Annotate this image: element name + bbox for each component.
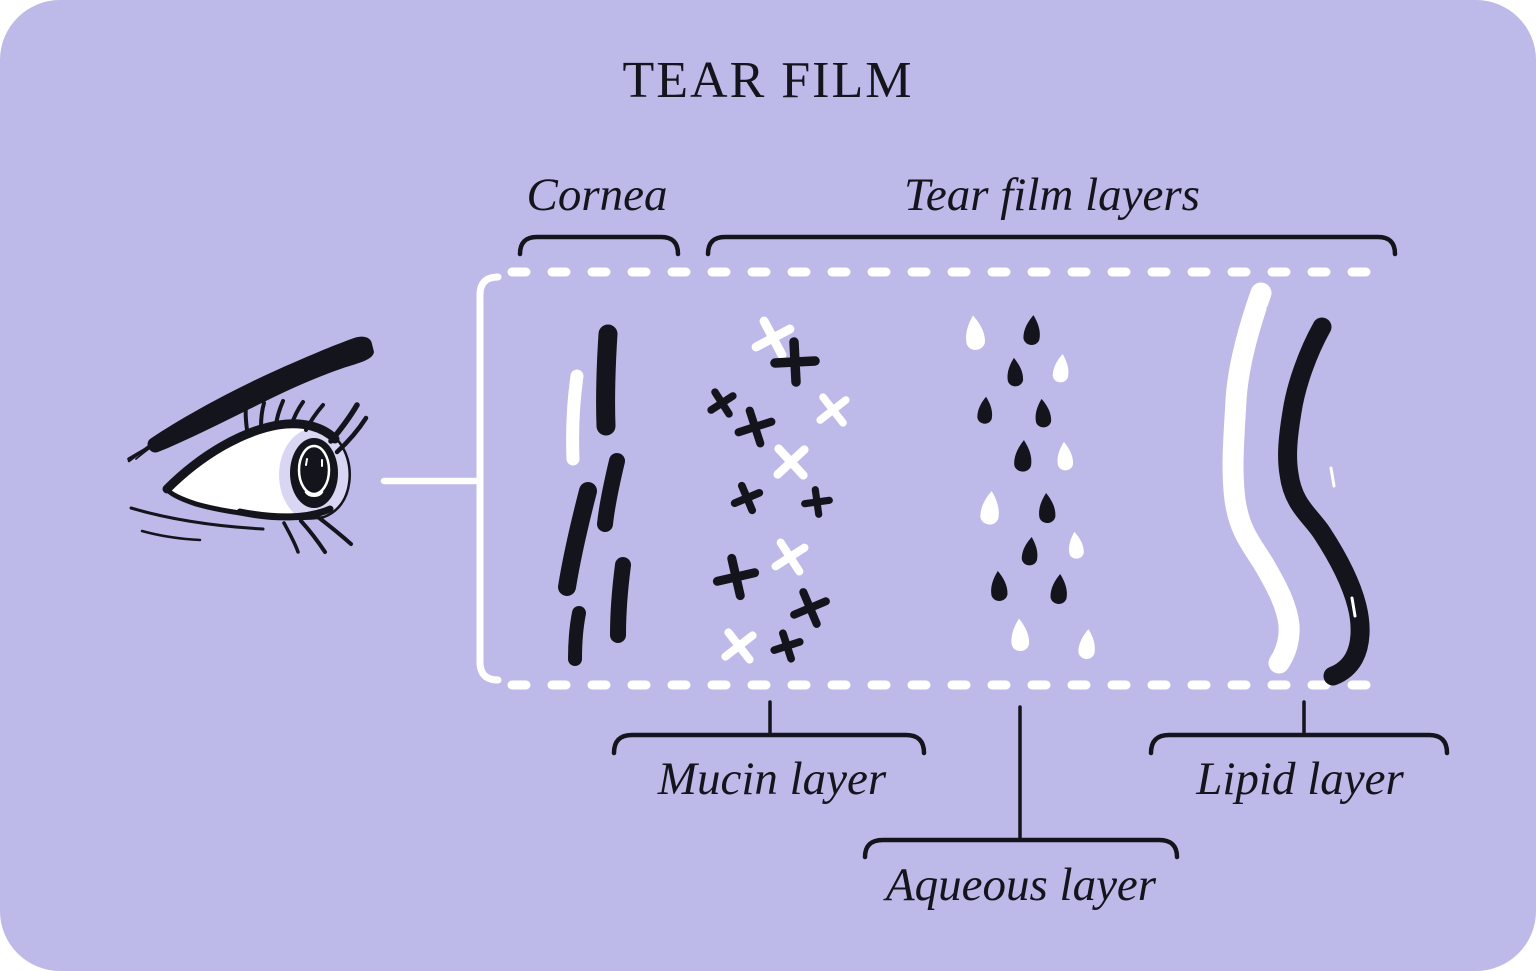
brace-cornea — [517, 234, 681, 257]
cornea-strokes — [558, 324, 631, 666]
brace-mucin — [611, 700, 927, 756]
brace-tear-film-layers — [705, 234, 1398, 257]
label-aqueous-layer: Aqueous layer — [885, 859, 1157, 911]
label-cornea: Cornea — [526, 169, 668, 221]
panel-left-bracket — [476, 273, 502, 684]
brace-lipid — [1148, 700, 1450, 756]
label-lipid-layer: Lipid layer — [1196, 753, 1404, 805]
upper-lashes — [243, 399, 369, 455]
lipid-waves — [1222, 282, 1370, 686]
eye-iris — [279, 428, 349, 518]
aqueous-drops — [963, 314, 1097, 660]
magnifier-panel — [380, 267, 1391, 690]
label-mucin-layer: Mucin layer — [657, 753, 887, 805]
eye-illustration — [127, 336, 374, 554]
mucin-crosses — [711, 321, 846, 660]
under-eye-lines — [129, 506, 265, 542]
lower-lashes — [282, 515, 353, 554]
diagram-title: TEAR FILM — [622, 52, 914, 109]
label-tear-film-layers: Tear film layers — [904, 169, 1200, 221]
brace-aqueous — [862, 705, 1180, 860]
